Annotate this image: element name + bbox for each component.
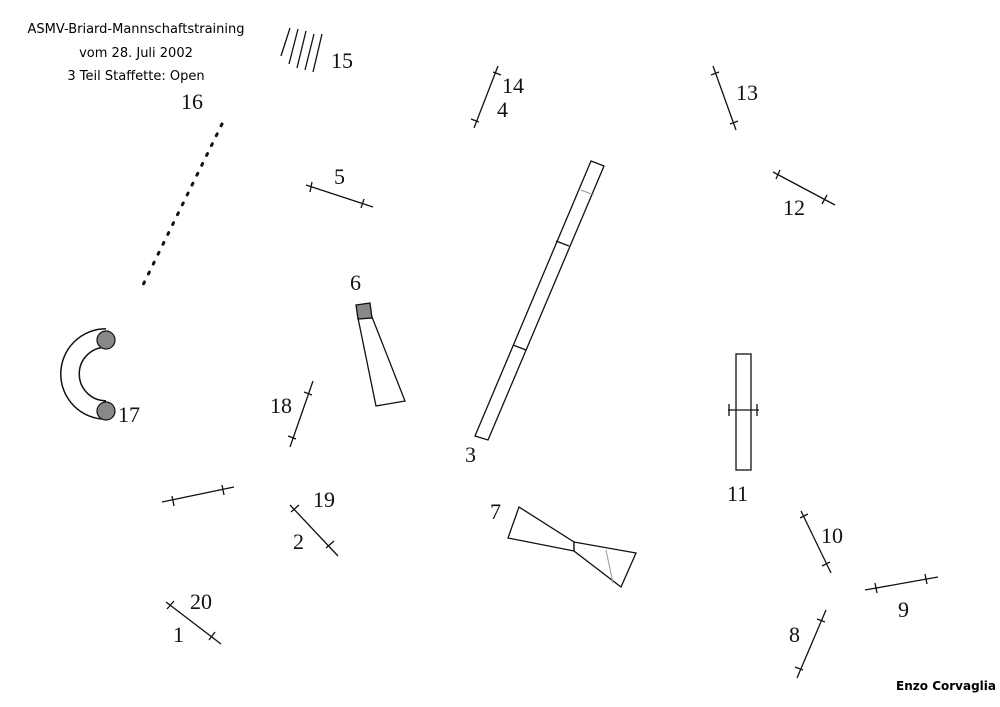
- label-9: 9: [898, 597, 909, 622]
- label-13: 13: [736, 80, 758, 105]
- author-credit: Enzo Corvaglia: [896, 679, 996, 693]
- label-4: 4: [497, 97, 508, 122]
- label-16: 16: [181, 89, 203, 114]
- label-17: 17: [118, 402, 140, 427]
- jump-4-14: [470, 65, 502, 129]
- weave-poles-15: [280, 27, 323, 73]
- label-19: 19: [313, 487, 335, 512]
- jump-1-20: [165, 600, 222, 645]
- jump-12: [772, 169, 836, 206]
- label-2: 2: [293, 529, 304, 554]
- jump-5: [305, 181, 374, 209]
- course-date: vom 28. Juli 2002: [79, 46, 193, 61]
- label-6: 6: [350, 270, 361, 295]
- course-class: 3 Teil Staffette: Open: [67, 69, 205, 84]
- aframe-7: [507, 506, 637, 589]
- label-14: 14: [502, 73, 524, 98]
- dog-walk-3: [474, 160, 605, 441]
- course-title: ASMV-Briard-Mannschaftstraining: [27, 22, 245, 37]
- jump-18: [287, 380, 314, 448]
- label-1: 1: [173, 622, 184, 647]
- seesaw-11: [728, 353, 759, 471]
- label-18: 18: [270, 393, 292, 418]
- label-11: 11: [727, 481, 748, 506]
- jump-9: [864, 573, 939, 594]
- jump-2-19: [289, 504, 339, 557]
- label-3: 3: [465, 442, 476, 467]
- jump-8: [794, 609, 827, 679]
- label-12: 12: [783, 195, 805, 220]
- label-10: 10: [821, 523, 843, 548]
- chute-6: [355, 302, 406, 407]
- jump-13: [710, 65, 739, 131]
- label-20: 20: [190, 589, 212, 614]
- label-7: 7: [490, 499, 501, 524]
- label-5: 5: [334, 164, 345, 189]
- label-8: 8: [789, 622, 800, 647]
- label-15: 15: [331, 48, 353, 73]
- dotted-line-16: [140, 122, 224, 289]
- jump-unnumbered: [161, 484, 235, 507]
- jump-10: [799, 510, 832, 574]
- tunnel-17: [60, 328, 116, 421]
